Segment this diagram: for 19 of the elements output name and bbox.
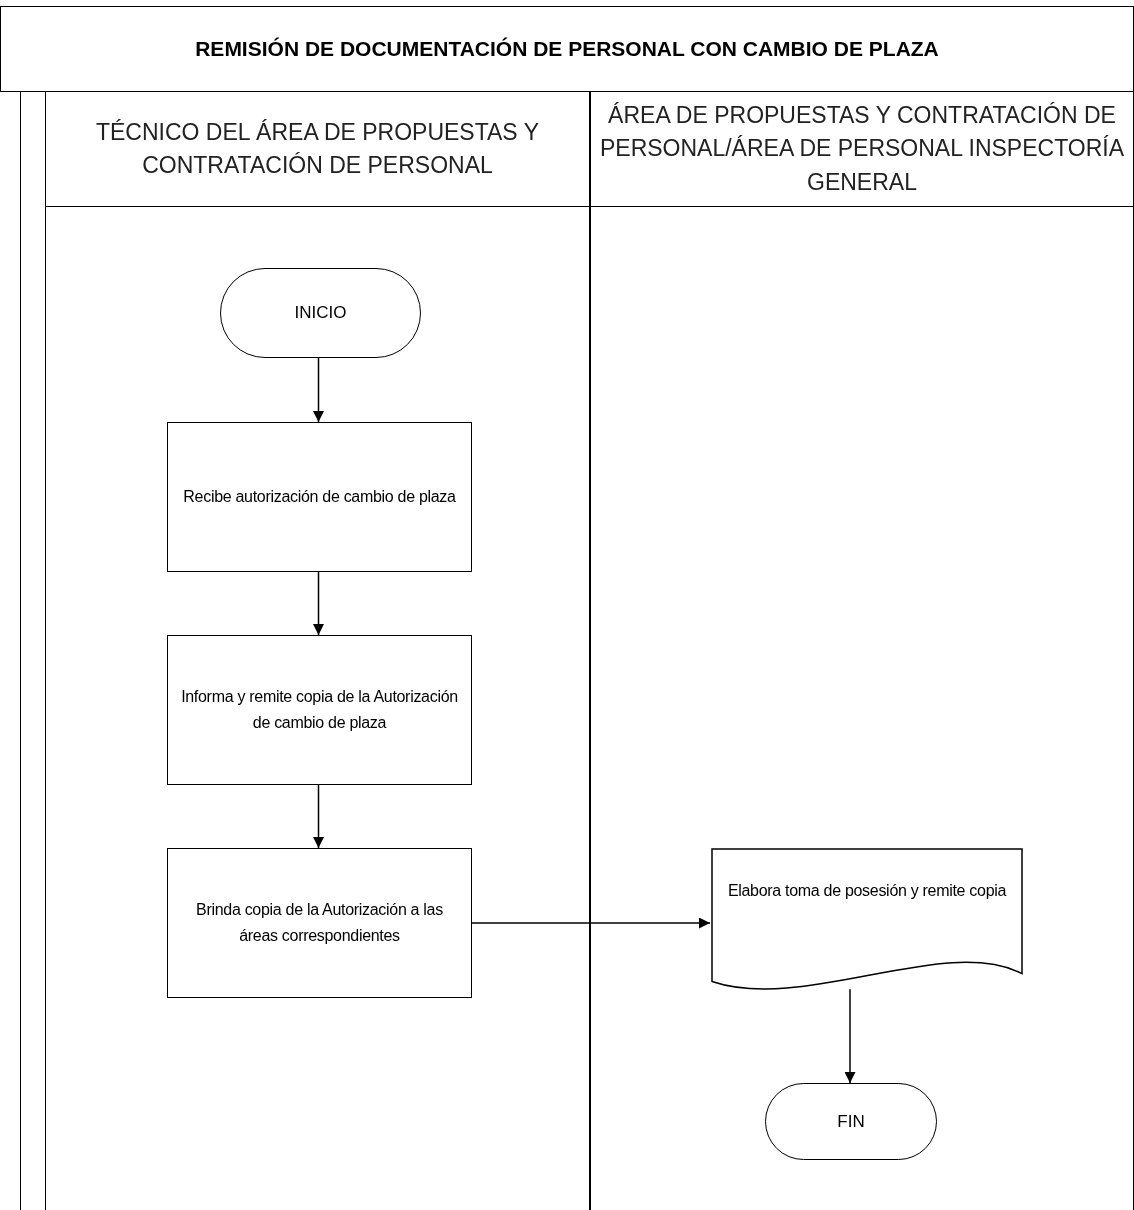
node-text: INICIO (294, 302, 347, 325)
node-text: Informa y remite copia de la Autorización de cambio de plaza (180, 687, 459, 733)
process-box (167, 422, 472, 572)
node-text: FIN (837, 1110, 865, 1133)
node-text: ÁREA DE PROPUESTAS Y CONTRATACIÓN DE PERSONAL/ÁREA DE PERSONAL INSPECTORÍA GENERAL (599, 101, 1125, 197)
node-text: TÉCNICO DEL ÁREA DE PROPUESTAS Y CONTRATACIÓN DE PERSONAL (94, 117, 541, 180)
node-text: Recibe autorización de cambio de plaza (183, 487, 456, 508)
arrow (313, 784, 324, 849)
arrow (844, 988, 856, 1084)
arrow (313, 357, 324, 423)
arrow (470, 917, 711, 929)
arrow (313, 571, 324, 636)
swimlane (590, 92, 1134, 1210)
node-text: Elabora toma de posesión y remite copia (727, 882, 1007, 899)
process-box (167, 848, 472, 998)
swimlane (45, 92, 590, 1210)
process-box (167, 635, 472, 785)
node-text: Brinda copia de la Autorización a las áreas correspondientes (195, 900, 444, 946)
diagram-title: REMISIÓN DE DOCUMENTACIÓN DE PERSONAL CON CAMBIO DE PLAZA (195, 36, 939, 63)
